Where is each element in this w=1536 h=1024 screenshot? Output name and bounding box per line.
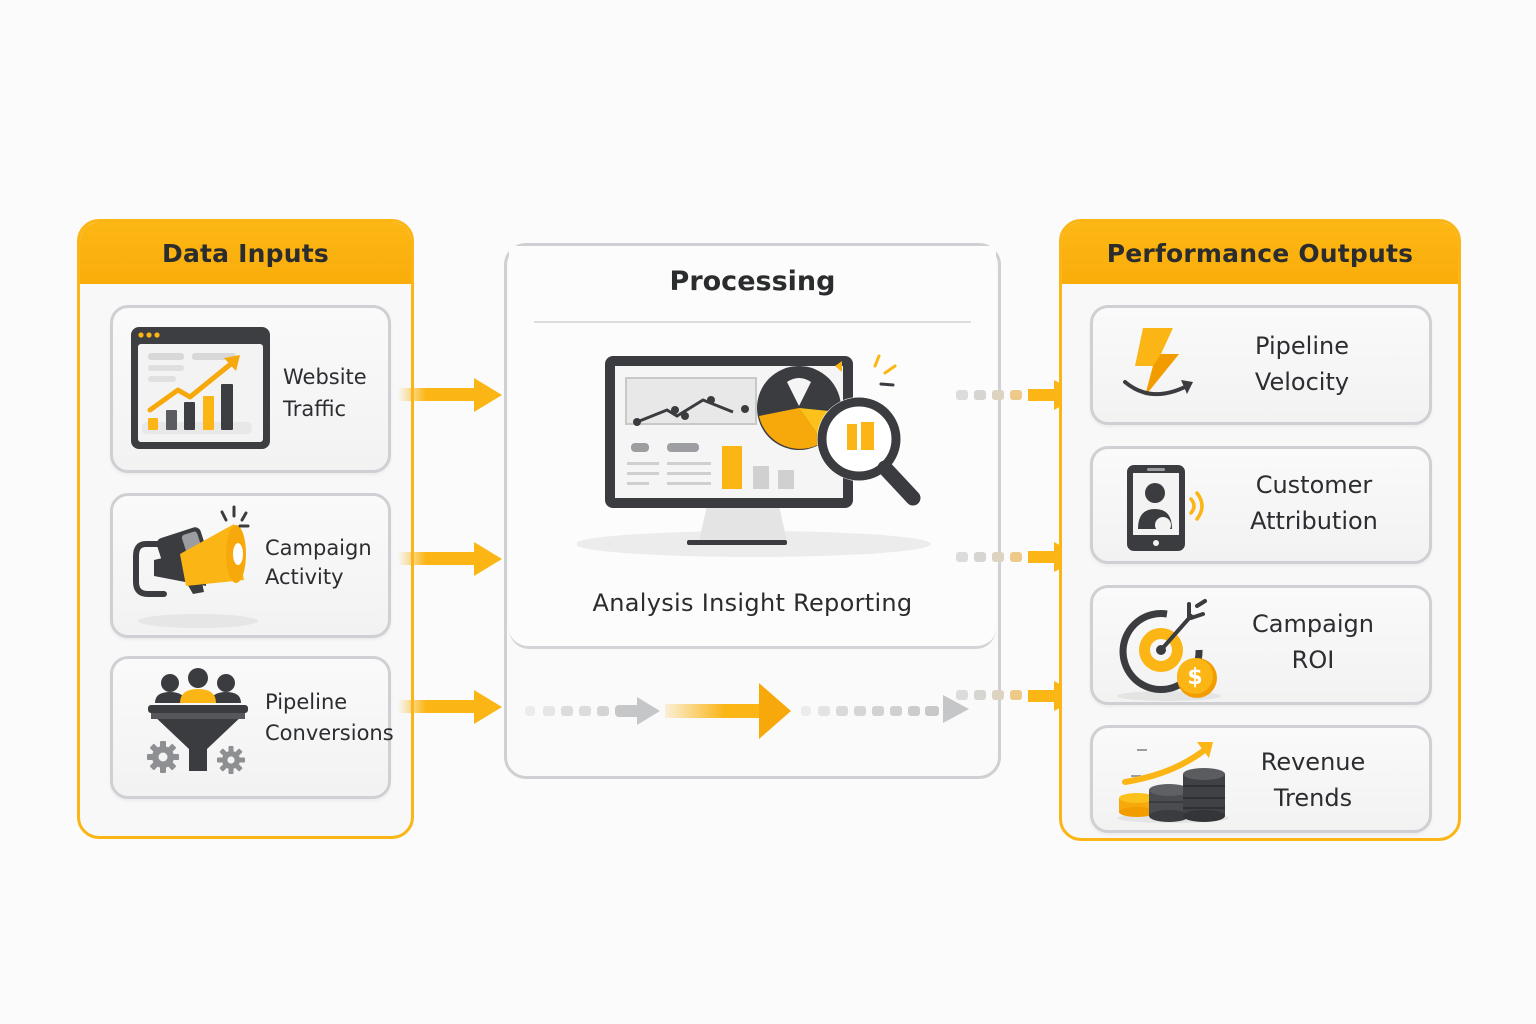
- input-label-website-traffic: Website Traffic: [283, 361, 367, 425]
- performance-outputs-title: Performance Outputs: [1062, 222, 1458, 284]
- arrow-pipeline-to-processing: [398, 690, 502, 724]
- output-card-campaign-roi[interactable]: $ Campaign ROI: [1090, 585, 1432, 705]
- label-line: Trends: [1273, 784, 1353, 812]
- processing-caption: Analysis Insight Reporting: [592, 589, 913, 617]
- label-line: Campaign: [1252, 610, 1374, 638]
- website-traffic-icon: [131, 327, 270, 449]
- svg-text:$: $: [1187, 665, 1202, 690]
- label-line: Conversions: [265, 721, 394, 745]
- label-line: Customer: [1255, 471, 1373, 499]
- output-label-revenue-trends: Revenue Trends: [1243, 744, 1383, 816]
- output-label-campaign-roi: Campaign ROI: [1233, 606, 1393, 678]
- funnel-icon: [147, 668, 248, 774]
- processing-flow-arrows: [525, 683, 969, 739]
- label-line: ROI: [1291, 646, 1335, 674]
- processing-title: Processing: [669, 266, 836, 297]
- output-card-customer-attribution[interactable]: Customer Attribution: [1090, 446, 1432, 564]
- arrow-campaign-to-processing: [398, 542, 502, 576]
- label-line: Revenue: [1260, 748, 1366, 776]
- phone-user-icon: [1127, 465, 1204, 551]
- input-label-campaign-activity: Campaign Activity: [265, 534, 372, 592]
- label-line: Velocity: [1254, 368, 1350, 396]
- processing-divider: [534, 321, 971, 323]
- label-line: Attribution: [1250, 507, 1378, 535]
- lightning-icon: [1123, 328, 1193, 397]
- label-line: Campaign: [265, 536, 372, 560]
- label-line: Pipeline: [1255, 332, 1349, 360]
- target-dollar-icon: $: [1117, 599, 1221, 701]
- label-line: Traffic: [283, 397, 347, 421]
- data-inputs-title: Data Inputs: [80, 222, 411, 284]
- data-inputs-panel: Data Inputs Website Traffic: [77, 219, 414, 839]
- megaphone-icon: [133, 505, 258, 628]
- label-line: Activity: [265, 565, 344, 589]
- output-label-customer-attribution: Customer Attribution: [1229, 467, 1399, 539]
- processing-panel: Processing: [504, 243, 1001, 779]
- label-line: Pipeline: [265, 690, 348, 714]
- processing-inner-card: Processing: [509, 246, 996, 649]
- arrow-website-to-processing: [398, 378, 502, 412]
- label-line: Website: [283, 365, 367, 389]
- analytics-monitor-icon: [577, 354, 931, 557]
- output-card-revenue-trends[interactable]: Revenue Trends: [1090, 725, 1432, 833]
- input-card-website-traffic[interactable]: Website Traffic: [110, 305, 391, 473]
- input-label-pipeline-conversions: Pipeline Conversions: [265, 687, 394, 749]
- coins-trend-icon: [1117, 742, 1229, 823]
- output-card-pipeline-velocity[interactable]: Pipeline Velocity: [1090, 305, 1432, 425]
- input-card-pipeline-conversions[interactable]: Pipeline Conversions: [110, 656, 394, 799]
- performance-outputs-panel: Performance Outputs Pipeline Velocity: [1059, 219, 1461, 841]
- input-card-campaign-activity[interactable]: Campaign Activity: [110, 493, 391, 638]
- output-label-pipeline-velocity: Pipeline Velocity: [1241, 328, 1363, 400]
